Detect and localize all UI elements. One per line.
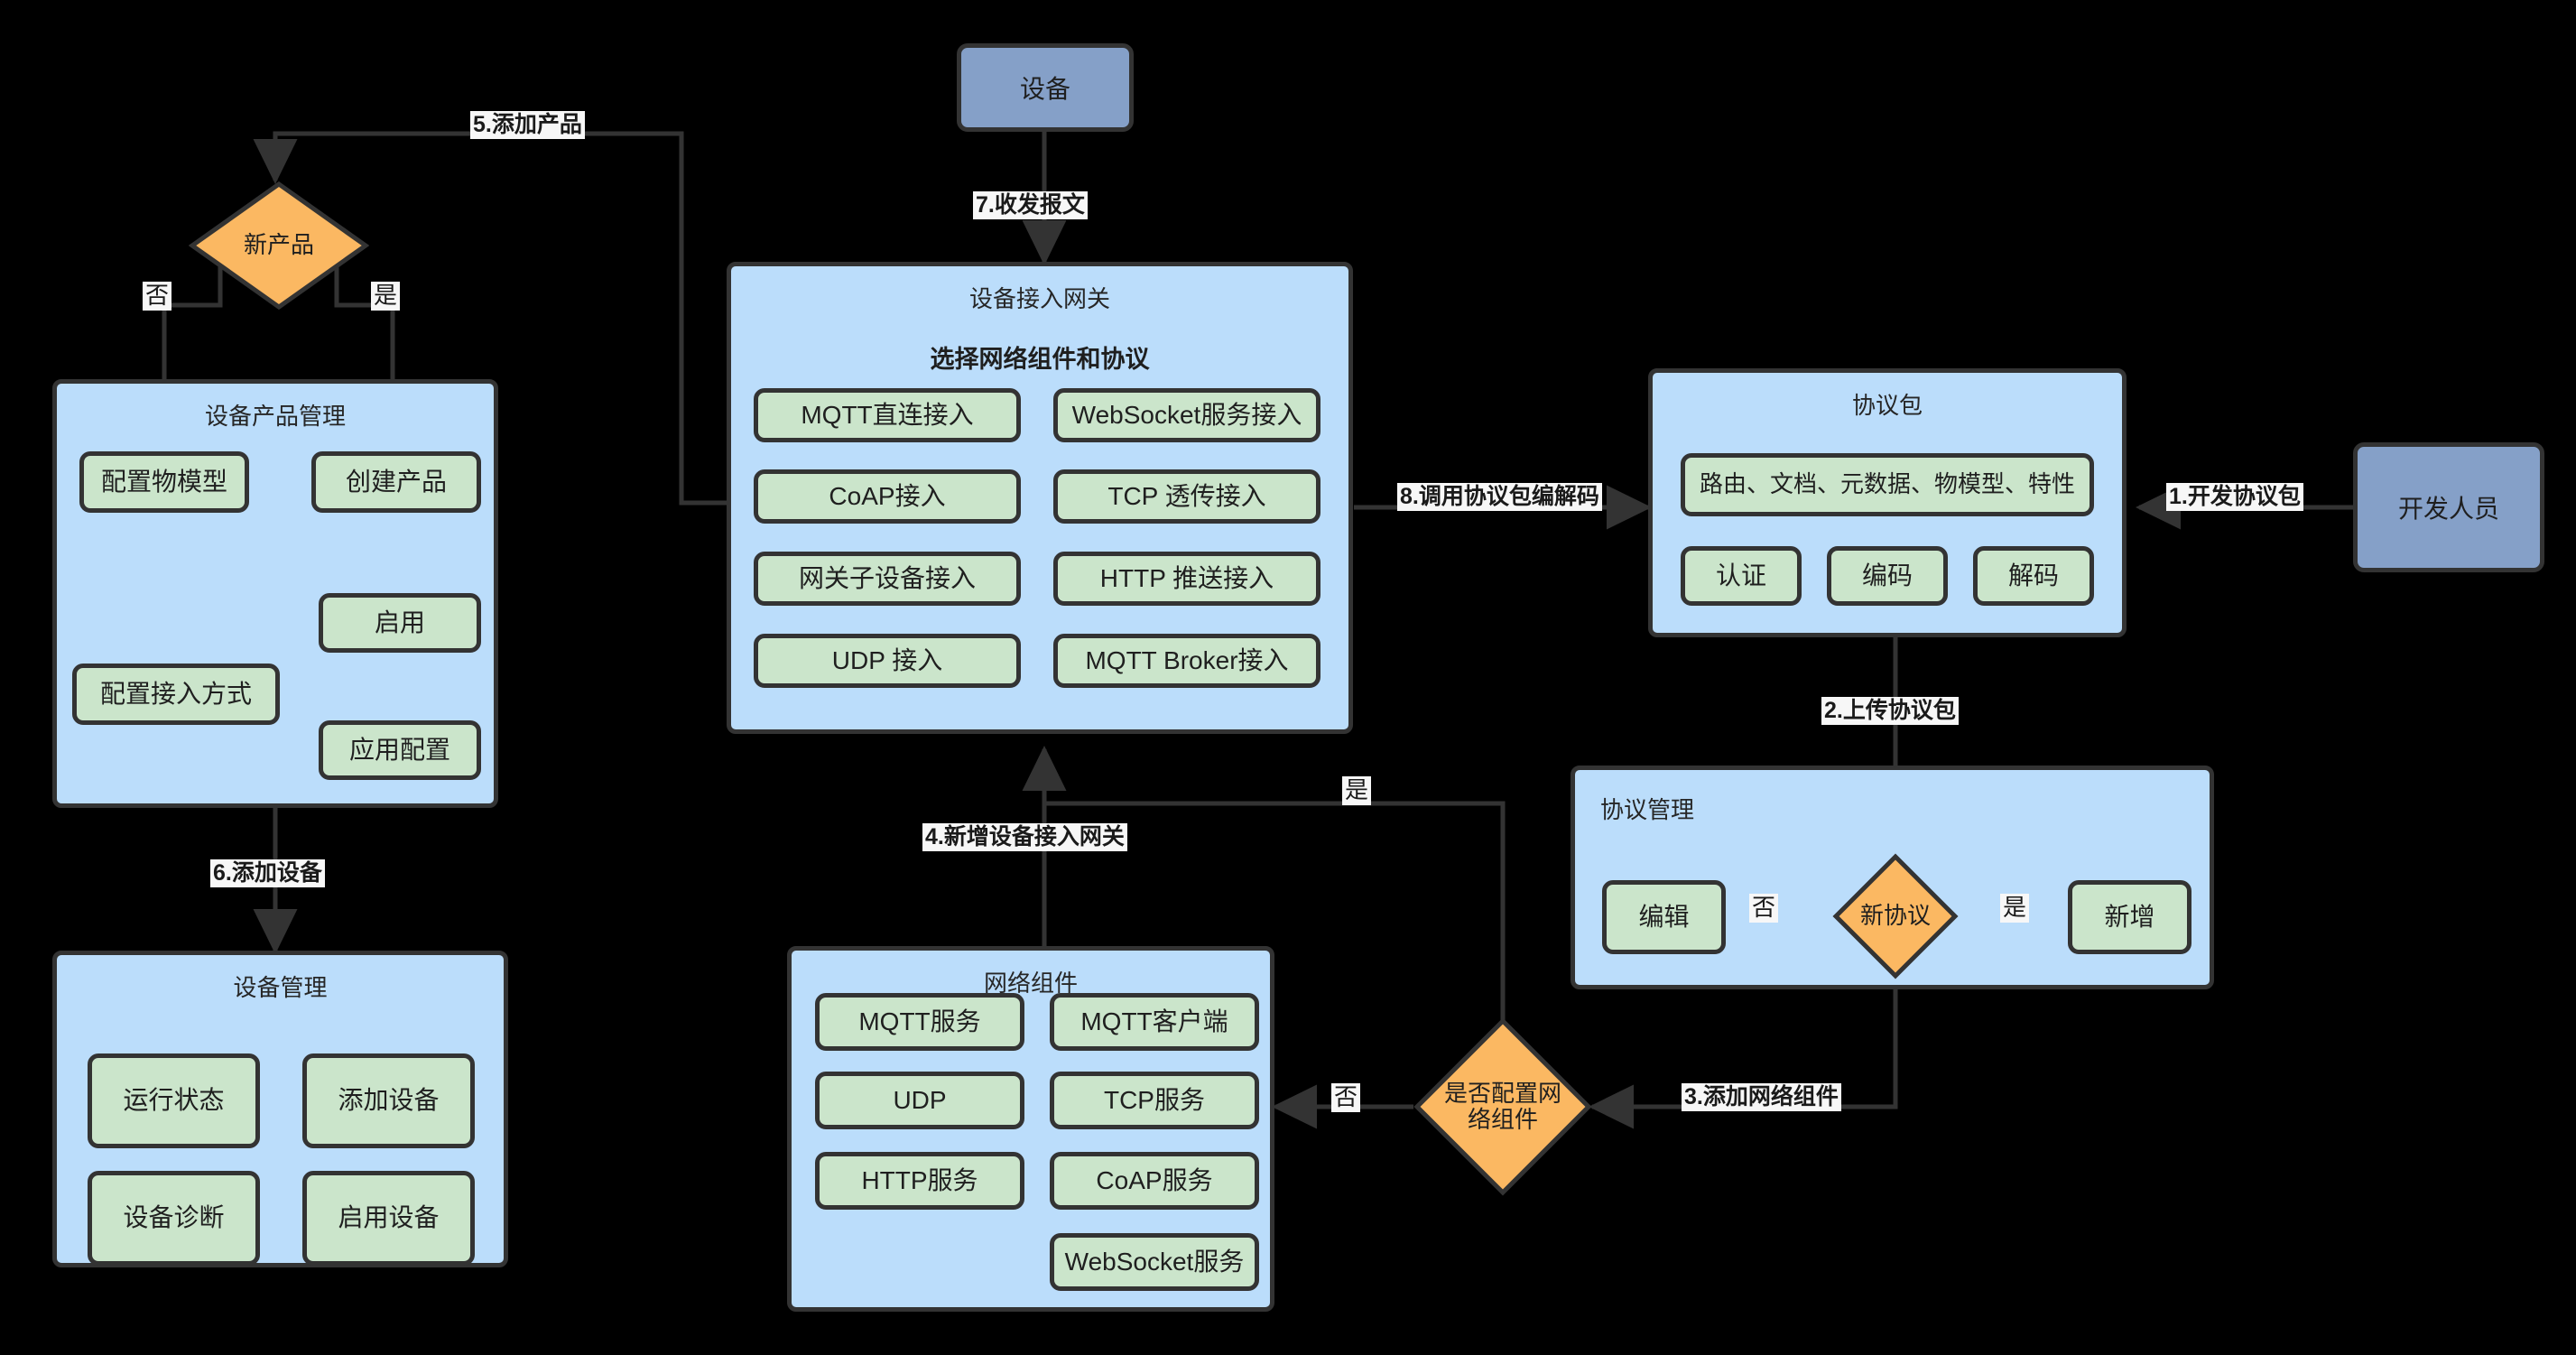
edge-label-no-new-protocol: 否 [1749, 894, 1779, 923]
container-device-access-gateway-title: 设备接入网关 [968, 285, 1110, 312]
edge-label-step3: 3.添加网络组件 [1682, 1083, 1841, 1111]
protocol-management-node-edit[interactable]: 编辑 [1602, 880, 1726, 954]
edge-label-step6: 6.添加设备 [210, 859, 325, 887]
edge-label-yes-new-protocol: 是 [2000, 894, 2030, 923]
edge-label-step8: 8.调用协议包编解码 [1397, 483, 1602, 511]
protocol-package-node-auth[interactable]: 认证 [1681, 546, 1802, 606]
decision-new-product[interactable]: 新产品 [189, 181, 369, 311]
actor-developer[interactable]: 开发人员 [2353, 442, 2544, 572]
edge-label-step1: 1.开发协议包 [2166, 483, 2303, 511]
actor-developer-label: 开发人员 [2397, 495, 2499, 523]
network-node-udp[interactable]: UDP [815, 1072, 1024, 1129]
container-protocol-package-title: 协议包 [1851, 392, 1923, 419]
diamond-shape-icon [189, 181, 369, 311]
product-node-config-thing-model[interactable]: 配置物模型 [79, 451, 249, 513]
gateway-node-http-push[interactable]: HTTP 推送接入 [1053, 552, 1320, 606]
edge-label-step5: 5.添加产品 [470, 111, 585, 139]
container-network-components-title: 网络组件 [983, 970, 1078, 997]
diamond-shape-icon [1413, 1017, 1592, 1196]
gateway-node-gateway-subdevice[interactable]: 网关子设备接入 [754, 552, 1021, 606]
product-node-config-access-mode[interactable]: 配置接入方式 [72, 664, 280, 725]
gateway-subtitle: 选择网络组件和协议 [930, 346, 1150, 373]
device-node-diagnose[interactable]: 设备诊断 [88, 1171, 260, 1266]
network-node-http-service[interactable]: HTTP服务 [815, 1152, 1024, 1210]
gateway-node-mqtt-direct[interactable]: MQTT直连接入 [754, 388, 1021, 442]
actor-device[interactable]: 设备 [957, 43, 1134, 132]
protocol-package-node-encode[interactable]: 编码 [1827, 546, 1948, 606]
network-node-websocket-service[interactable]: WebSocket服务 [1050, 1233, 1259, 1291]
gateway-node-websocket[interactable]: WebSocket服务接入 [1053, 388, 1320, 442]
container-device-management-title: 设备管理 [233, 974, 328, 1001]
edge-label-step4: 4.新增设备接入网关 [922, 823, 1127, 851]
network-node-mqtt-service[interactable]: MQTT服务 [815, 993, 1024, 1051]
decision-configure-network-components[interactable]: 是否配置网络组件 [1413, 1017, 1592, 1196]
diamond-shape-icon [1832, 853, 1959, 979]
edge-label-no-new-product: 否 [143, 282, 172, 311]
gateway-node-coap[interactable]: CoAP接入 [754, 469, 1021, 524]
device-node-run-status[interactable]: 运行状态 [88, 1053, 260, 1148]
product-node-enable[interactable]: 启用 [319, 593, 481, 653]
protocol-package-node-decode[interactable]: 解码 [1973, 546, 2094, 606]
network-node-tcp-service[interactable]: TCP服务 [1050, 1072, 1259, 1129]
protocol-management-node-add[interactable]: 新增 [2068, 880, 2191, 954]
edge-label-yes-new-product: 是 [371, 282, 401, 311]
network-node-mqtt-client[interactable]: MQTT客户端 [1050, 993, 1259, 1051]
decision-new-protocol[interactable]: 新协议 [1832, 853, 1959, 979]
device-node-enable-device[interactable]: 启用设备 [302, 1171, 475, 1266]
edge-label-step7: 7.收发报文 [973, 191, 1088, 219]
edge-label-step2: 2.上传协议包 [1821, 697, 1959, 725]
container-protocol-management-title: 协议管理 [1600, 796, 1695, 823]
product-node-apply-config[interactable]: 应用配置 [319, 720, 481, 780]
network-node-coap-service[interactable]: CoAP服务 [1050, 1152, 1259, 1210]
edge-label-yes-network: 是 [1342, 776, 1372, 805]
gateway-node-mqtt-broker[interactable]: MQTT Broker接入 [1053, 634, 1320, 688]
edge-label-no-network: 否 [1331, 1083, 1361, 1112]
container-device-product-management-title: 设备产品管理 [204, 403, 346, 430]
protocol-package-node-meta[interactable]: 路由、文档、元数据、物模型、特性 [1681, 453, 2094, 516]
product-node-create-product[interactable]: 创建产品 [311, 451, 481, 513]
actor-device-label: 设备 [1019, 75, 1070, 103]
device-node-add-device[interactable]: 添加设备 [302, 1053, 475, 1148]
gateway-node-tcp[interactable]: TCP 透传接入 [1053, 469, 1320, 524]
gateway-node-udp[interactable]: UDP 接入 [754, 634, 1021, 688]
